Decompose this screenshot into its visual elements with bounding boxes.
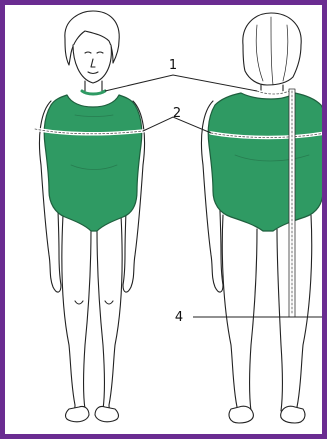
body-measurement-diagram: 1 2 4 bbox=[5, 5, 327, 439]
back-figure-leotard bbox=[208, 93, 327, 231]
back-figure-legs bbox=[222, 215, 311, 421]
back-figure-left-shoe bbox=[229, 406, 253, 423]
back-figure bbox=[201, 13, 327, 423]
label-2-text: 2 bbox=[173, 106, 181, 121]
back-figure-right-shoe bbox=[281, 406, 305, 423]
label-1-leader bbox=[105, 75, 257, 91]
label-4-text: 4 bbox=[175, 310, 183, 325]
front-figure-left-shoe bbox=[66, 406, 90, 421]
front-figure bbox=[35, 11, 145, 422]
label-1-text: 1 bbox=[169, 58, 177, 73]
front-figure-right-shoe bbox=[95, 406, 119, 421]
front-figure-legs bbox=[62, 215, 122, 419]
front-figure-leotard bbox=[44, 95, 142, 231]
front-neck-tape bbox=[82, 91, 105, 94]
